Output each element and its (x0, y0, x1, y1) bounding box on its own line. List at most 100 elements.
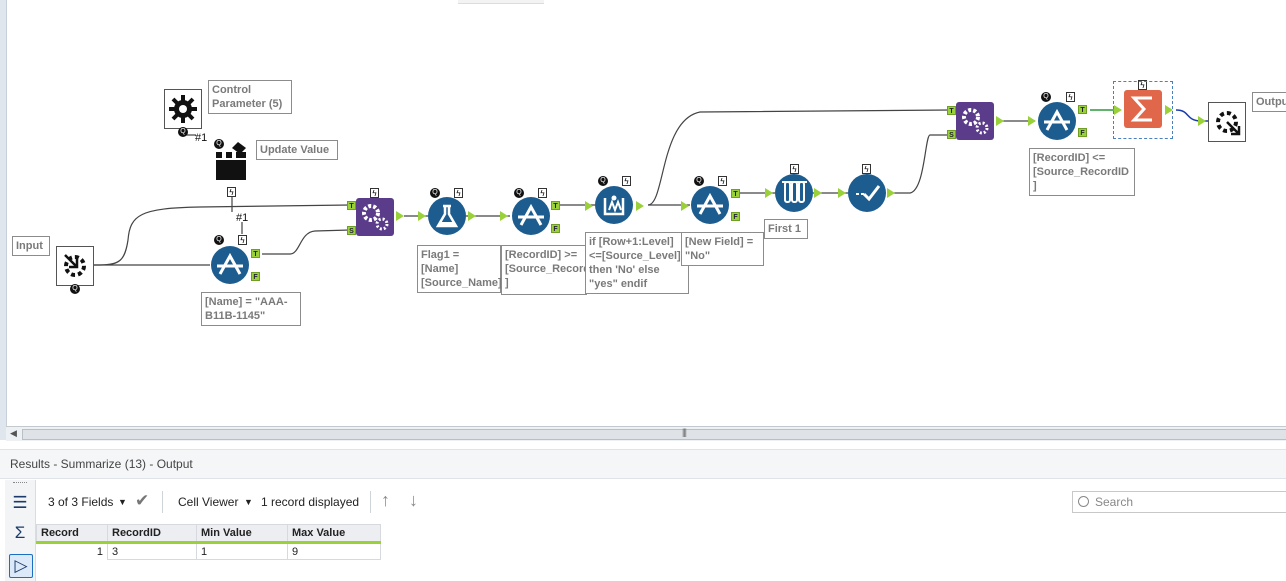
true-anchor[interactable]: T (1078, 105, 1087, 114)
lightning-icon: ϟ (227, 187, 236, 197)
multi-row-formula-tool[interactable] (595, 186, 633, 224)
output-anchor[interactable] (887, 188, 895, 198)
quick-badge-icon: Q (214, 235, 224, 245)
sample-tool[interactable] (775, 174, 813, 212)
output-anchor[interactable] (396, 211, 404, 221)
filter-tool[interactable] (691, 186, 729, 224)
true-input-anchor[interactable]: T (947, 106, 956, 115)
lightning-icon: ϟ (1066, 92, 1075, 102)
search-placeholder: Search (1095, 495, 1134, 509)
true-anchor[interactable]: T (551, 201, 560, 210)
tag-view-icon[interactable]: ▷ (9, 554, 33, 578)
column-header[interactable]: Record (36, 524, 108, 544)
canvas-left-gutter (0, 0, 7, 440)
summary-sigma-icon[interactable]: Σ (14, 523, 26, 542)
annotation-filter-name: [Name] = "AAA- B11B-1145" (201, 292, 301, 326)
column-header[interactable]: RecordID (107, 524, 197, 544)
input-anchor[interactable] (418, 211, 426, 221)
lightning-icon: ϟ (862, 164, 871, 174)
true-input-anchor[interactable]: T (347, 201, 356, 210)
filter-tool[interactable] (512, 197, 550, 235)
arrow-up-icon[interactable]: ↑ (381, 490, 390, 510)
results-table[interactable]: Record RecordID Min Value Max Value 1 3 … (36, 524, 381, 560)
lightning-icon: ϟ (622, 176, 631, 186)
input-anchor[interactable] (765, 188, 773, 198)
annotation-control-parameter: Control Parameter (5) (208, 80, 292, 114)
input-anchor[interactable] (681, 201, 689, 211)
annotation-update-value: Update Value (256, 140, 338, 160)
table-row[interactable]: 1 3 1 9 (37, 542, 381, 560)
lightning-icon: ϟ (790, 164, 799, 174)
fields-dropdown[interactable]: 3 of 3 Fields (48, 495, 114, 509)
output-tool[interactable] (1208, 102, 1246, 142)
table-cell[interactable]: 9 (287, 542, 381, 560)
workflow-canvas[interactable]: Q Input Q Control Parameter (5) #1 Q Upd… (0, 0, 1286, 425)
false-anchor[interactable]: F (251, 272, 260, 281)
source-input-anchor[interactable]: S (347, 226, 356, 235)
input-tool[interactable] (56, 246, 94, 286)
annotation-multirow: if [Row+1:Level] <=[Source_Level] then '… (585, 232, 689, 294)
input-anchor[interactable] (1198, 116, 1206, 126)
source-input-anchor[interactable]: S (947, 130, 956, 139)
true-anchor[interactable]: T (251, 249, 260, 258)
chevron-down-icon[interactable]: ▼ (118, 497, 127, 507)
output-anchor[interactable] (468, 211, 476, 221)
scrollbar-thumb[interactable] (22, 429, 1286, 440)
input-anchor[interactable] (585, 201, 593, 211)
horizontal-scrollbar[interactable]: ◀ ||| (6, 426, 1286, 442)
lightning-icon: ϟ (454, 188, 463, 198)
input-anchor[interactable] (500, 211, 508, 221)
output-anchor[interactable] (1165, 105, 1173, 115)
scrollbar-grip-icon: ||| (682, 427, 687, 437)
batch-macro-tool[interactable] (956, 102, 994, 140)
action-update-value-tool[interactable] (214, 140, 248, 184)
quick-badge-icon: Q (514, 188, 524, 198)
quick-badge-icon: Q (430, 188, 440, 198)
annotation-formula: Flag1 = [Name] [Source_Name] (417, 245, 502, 293)
results-title: Results - Summarize (13) - Output (10, 457, 193, 471)
false-anchor[interactable]: F (551, 224, 560, 233)
input-anchor[interactable] (1114, 105, 1122, 115)
table-cell[interactable]: 3 (107, 542, 197, 560)
summarize-tool[interactable] (1124, 90, 1162, 128)
records-displayed: 1 record displayed (261, 495, 360, 509)
lightning-icon: ϟ (1138, 80, 1147, 90)
quick-badge-icon: Q (70, 284, 80, 294)
results-header: Results - Summarize (13) - Output (0, 449, 1286, 479)
search-input[interactable]: Search (1072, 491, 1286, 513)
lightning-icon: ϟ (238, 235, 247, 245)
column-header[interactable]: Max Value (287, 524, 381, 544)
annotation-output: Output (1252, 92, 1286, 112)
arrow-down-icon[interactable]: ↓ (409, 490, 418, 510)
output-anchor[interactable] (636, 201, 644, 211)
quick-badge-icon: Q (214, 139, 224, 149)
annotation-filter-recordid: [RecordID] >= [Source_RecordI ] (501, 245, 587, 295)
input-anchor[interactable] (1028, 116, 1036, 126)
table-view-icon[interactable]: ☰ (12, 493, 28, 512)
annotation-sample: First 1 (764, 219, 808, 239)
false-anchor[interactable]: F (1078, 128, 1087, 137)
table-cell[interactable]: 1 (196, 542, 288, 560)
input-anchor[interactable] (838, 188, 846, 198)
drag-handle-icon[interactable] (13, 482, 27, 485)
scroll-left-icon[interactable]: ◀ (10, 428, 17, 438)
output-anchor[interactable] (814, 188, 822, 198)
checkmark-icon[interactable]: ✔ (135, 491, 150, 510)
control-link-label: #1 (236, 212, 249, 224)
lightning-icon: ϟ (370, 188, 379, 198)
select-tool[interactable] (848, 174, 886, 212)
column-header[interactable]: Min Value (196, 524, 288, 544)
control-parameter-tool[interactable] (164, 89, 202, 129)
table-header-row: Record RecordID Min Value Max Value (36, 524, 381, 544)
batch-macro-tool[interactable] (356, 198, 394, 236)
chevron-down-icon[interactable]: ▼ (244, 497, 253, 507)
true-anchor[interactable]: T (731, 189, 740, 198)
filter-tool[interactable] (1038, 102, 1076, 140)
formula-tool[interactable] (428, 197, 466, 235)
filter-tool[interactable] (211, 246, 249, 284)
false-anchor[interactable]: F (731, 212, 740, 221)
output-anchor[interactable] (996, 116, 1004, 126)
cell-viewer-dropdown[interactable]: Cell Viewer (178, 495, 239, 509)
quick-badge-icon: Q (178, 127, 188, 137)
results-panel: Results - Summarize (13) - Output ☰ Σ ▷ … (0, 441, 1286, 581)
